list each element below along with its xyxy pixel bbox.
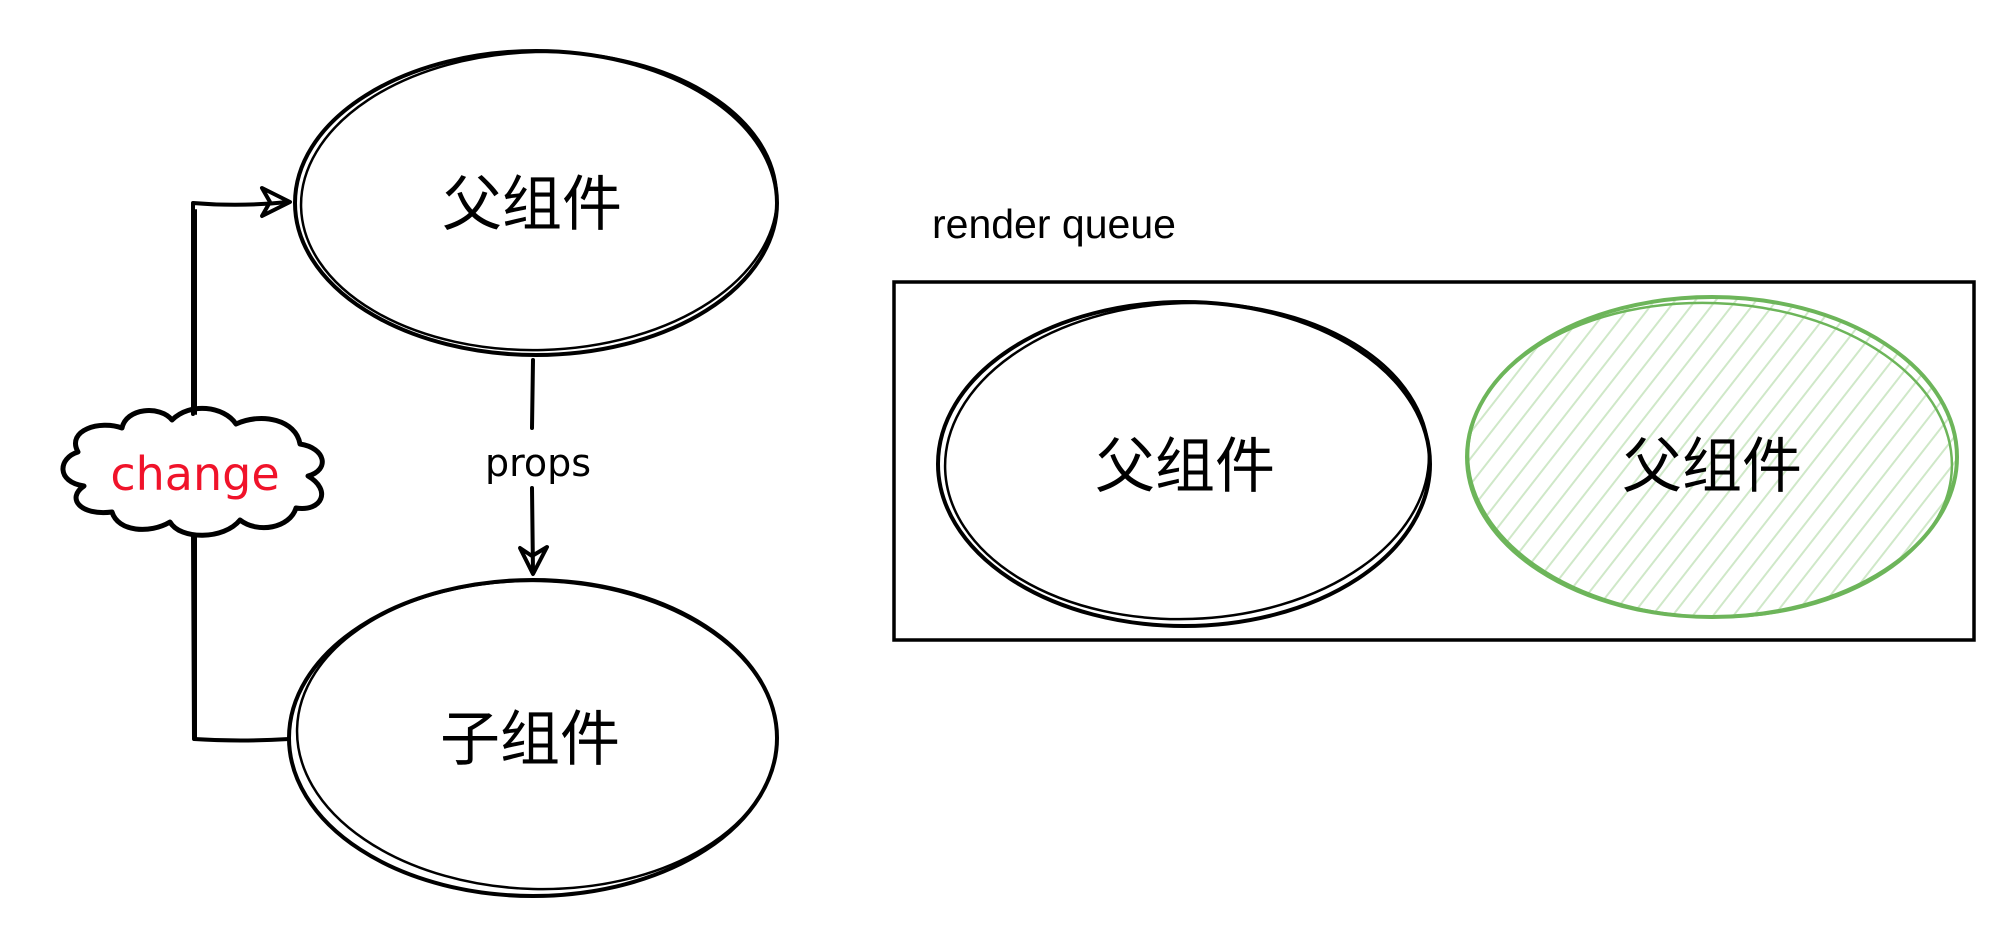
- change-edge-line-bottom: [191, 533, 291, 743]
- child-node-outline-sketch: [295, 579, 779, 891]
- render-queue-label: render queue: [932, 201, 1176, 247]
- arrow-down-icon: [518, 545, 549, 576]
- queue-item-2-hatch-fill: [1467, 297, 1957, 617]
- queue-item-2-label: 父组件: [1622, 432, 1802, 502]
- queue-item-1-label: 父组件: [1095, 432, 1275, 502]
- change-edge-line-top: [191, 200, 290, 416]
- cloud-shape: [60, 405, 325, 538]
- queue-item-2-outline-sketch: [1466, 301, 1954, 619]
- props-edge-label: props: [485, 441, 591, 485]
- props-edge-line-bottom: [530, 486, 535, 574]
- render-queue-box: [892, 280, 1976, 642]
- change-edge-label: change: [110, 447, 279, 501]
- child-node: 子组件: [287, 578, 779, 898]
- arrow-right-icon: [260, 186, 292, 218]
- queue-item-1: 父组件: [936, 300, 1432, 628]
- parent-node: 父组件: [293, 49, 779, 357]
- queue-item-2: 父组件: [1465, 295, 1959, 619]
- queue-item-1-outline-sketch: [943, 301, 1431, 621]
- parent-node-outline-sketch: [299, 50, 779, 352]
- change-edge: change: [60, 186, 325, 743]
- parent-node-label: 父组件: [442, 170, 622, 240]
- props-edge-line-top: [530, 358, 535, 430]
- props-edge: props: [485, 358, 591, 576]
- child-node-label: 子组件: [440, 705, 620, 775]
